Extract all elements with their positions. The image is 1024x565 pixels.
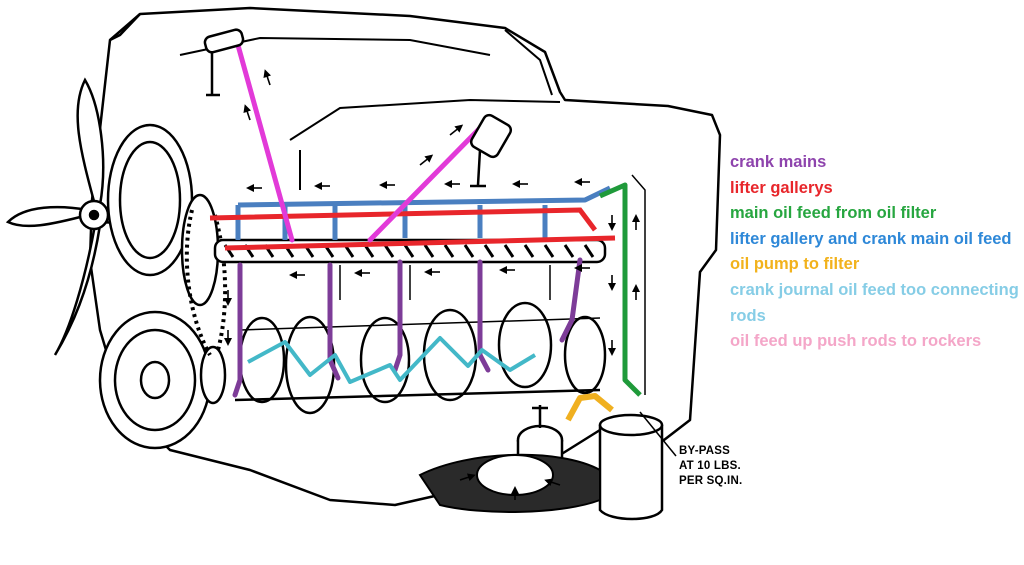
crankshaft (234, 301, 607, 415)
legend-item-lifter-crank-feed: lifter gallery and crank main oil feed (730, 229, 1012, 248)
flow-arrows (224, 69, 640, 500)
push-rod-feed-lines (233, 35, 483, 243)
legend-item-oil-pump: oil pump to filter (730, 255, 860, 274)
timing-chain (184, 209, 228, 356)
bypass-note: BY-PASS AT 10 LBS. PER SQ.IN. (679, 445, 743, 487)
oil-pump-to-filter-line (565, 393, 614, 422)
legend-item-main-oil-feed: main oil feed from oil filter (730, 204, 937, 223)
legend: crank mains lifter gallerys main oil fee… (730, 150, 1020, 355)
lifter-gallery-lines (209, 207, 616, 251)
legend-item-push-rods: oil feed up push rods to rockers (730, 332, 982, 351)
oil-filter (598, 413, 664, 521)
main-bearing-posts (339, 265, 551, 300)
legend-item-crank-mains: crank mains (730, 153, 827, 171)
legend-item-journal-feed: crank journal oil feed too connecting ro… (730, 280, 1019, 325)
legend-item-lifter-gallerys: lifter gallerys (730, 178, 833, 197)
pulleys (98, 123, 227, 450)
bypass-pointer-line (639, 411, 677, 457)
main-oil-feed-line (598, 174, 646, 397)
oil-pan (418, 453, 601, 513)
valve-rockers (203, 28, 513, 188)
crank-journal-feed-lines (247, 336, 537, 384)
